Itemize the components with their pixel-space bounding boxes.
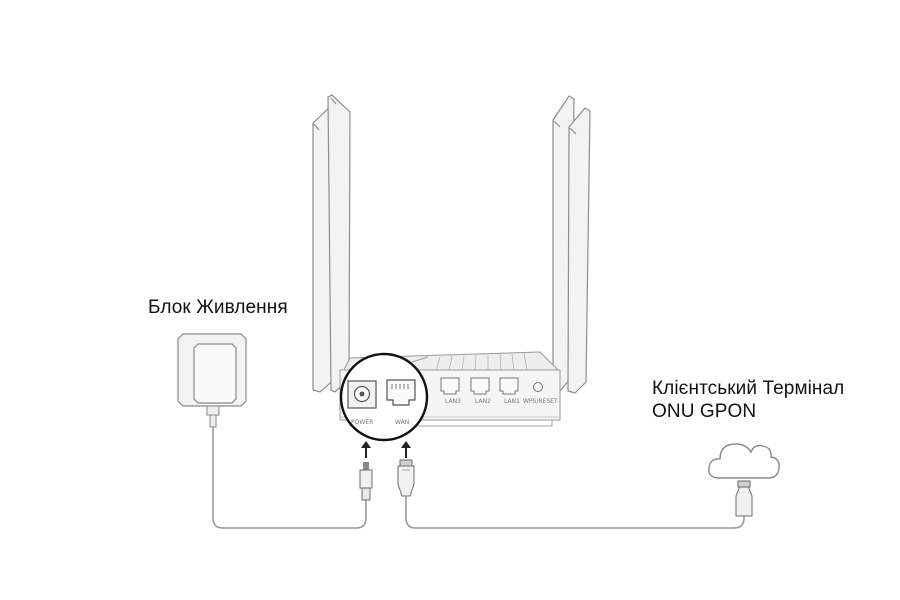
reset-label: WPS/RESET <box>523 398 558 405</box>
lan-port-label: LAN2 <box>475 398 491 405</box>
onu-label-line1: Клієнтський Термінал <box>652 378 845 399</box>
ethernet-cable <box>405 496 745 529</box>
right-antennas <box>552 95 591 394</box>
lan-port-3 <box>440 377 460 395</box>
dc-plug <box>359 462 373 501</box>
arrow-up-icon <box>361 441 371 458</box>
port-highlight: POWER WAN <box>339 352 429 442</box>
ethernet-plug-onu <box>735 480 753 517</box>
cloud-icon <box>708 443 780 479</box>
power-port <box>347 380 377 409</box>
antenna-front-right <box>567 107 591 394</box>
lan-port-2 <box>470 377 490 395</box>
wan-port-label: WAN <box>395 419 409 426</box>
power-adapter <box>177 333 247 428</box>
highlight-circle <box>339 352 429 442</box>
onu-terminal-label: Клієнтський Термінал ONU GPON <box>652 377 844 423</box>
reset-button <box>533 382 543 392</box>
arrow-up-icon <box>401 441 411 458</box>
left-antennas <box>312 94 351 393</box>
power-port-label: POWER <box>351 419 373 426</box>
lan-port-group <box>440 377 519 395</box>
lan-port-label: LAN1 <box>504 398 520 405</box>
power-adapter-inner <box>193 343 237 404</box>
power-supply-label: Блок Живлення <box>148 297 288 318</box>
antenna-front-left <box>327 94 351 393</box>
ethernet-plug-router <box>397 459 415 497</box>
lan-port-label: LAN3 <box>445 398 461 405</box>
onu-label-line2: ONU GPON <box>652 401 757 422</box>
lan-port-1 <box>499 377 519 395</box>
power-cable <box>212 427 367 529</box>
